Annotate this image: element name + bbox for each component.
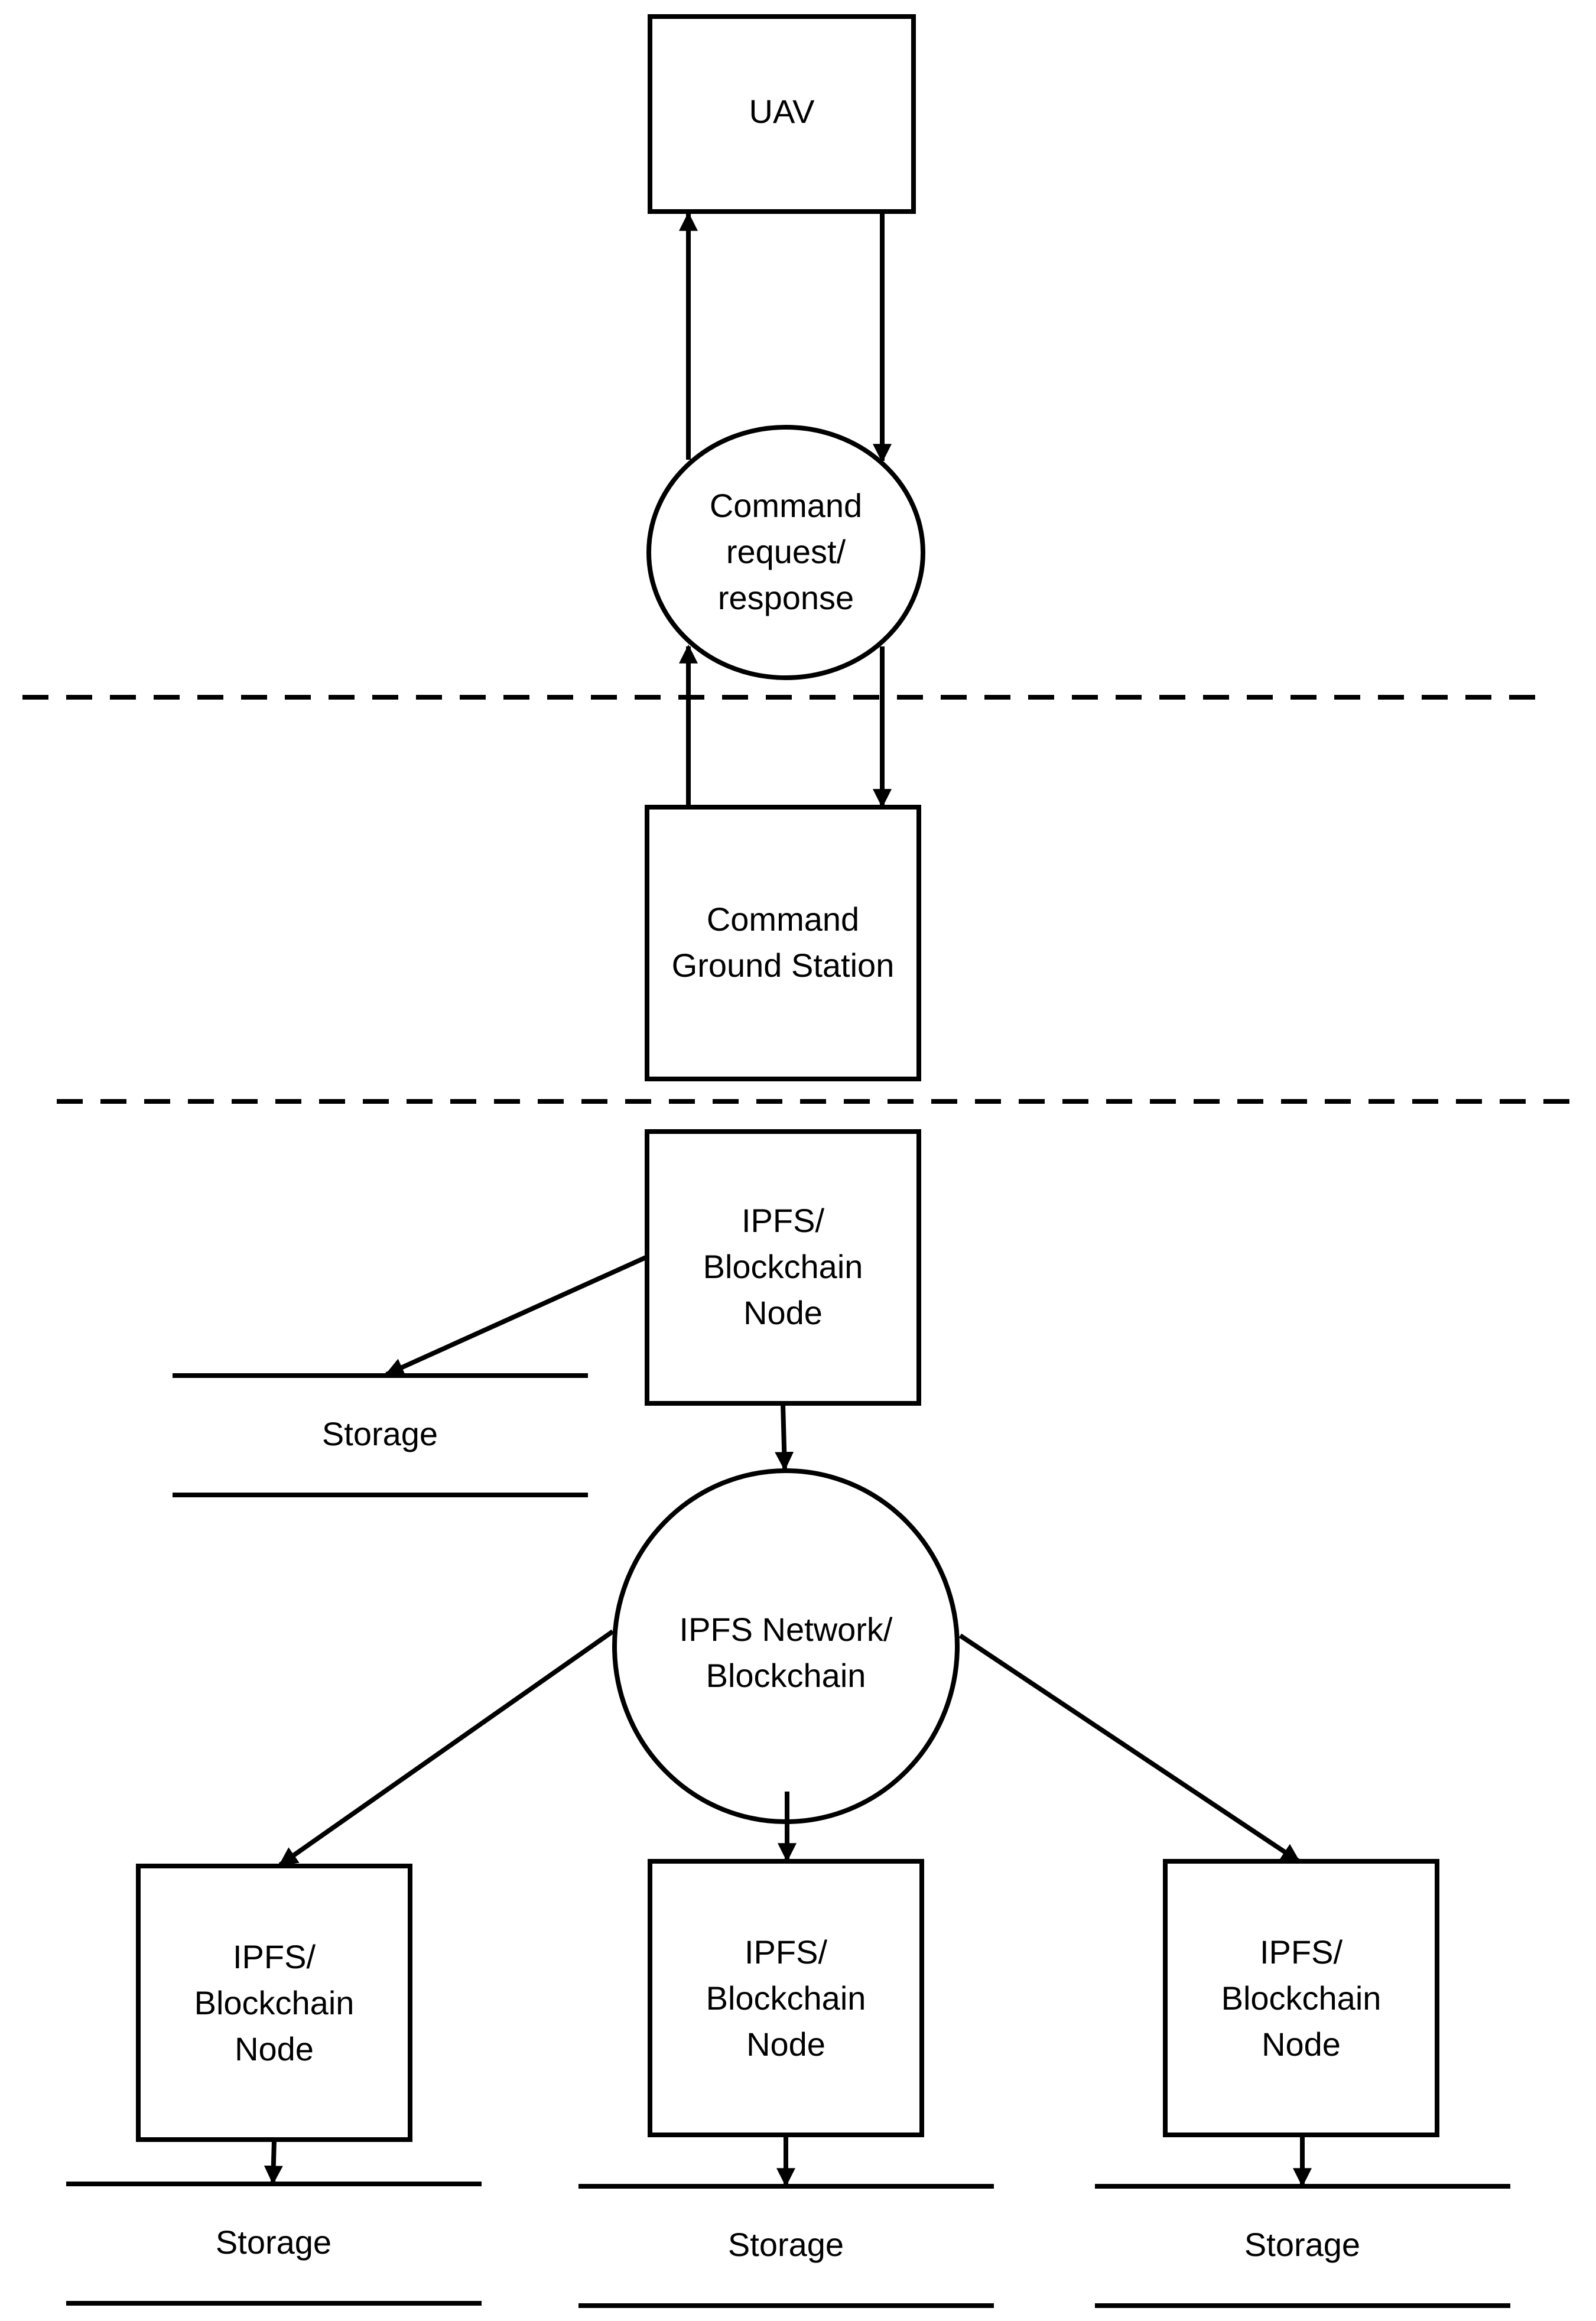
storage-right-label: Storage (1244, 2226, 1360, 2263)
node-left-label-line1: IPFS/ (233, 1938, 316, 1975)
command-request-label-line3: response (718, 579, 854, 616)
arrow-network-to-node-left (278, 1629, 615, 1867)
node-center-label-line2: Blockchain (706, 1979, 866, 2017)
arrow-node-left-to-storage (264, 2140, 283, 2185)
node-left-label-line2: Blockchain (194, 1984, 355, 2021)
node-right: IPFS/ Blockchain Node (1163, 1859, 1439, 2137)
ground-station-label-line1: Command (707, 901, 859, 938)
node-center-label-line3: Node (746, 2026, 825, 2063)
arrow-network-to-node-right (958, 1633, 1301, 1864)
node-right-label-line3: Node (1262, 2026, 1341, 2063)
main-node-label-line1: IPFS/ (742, 1202, 824, 1239)
main-node-label-line2: Blockchain (703, 1248, 863, 1285)
node-right-label-line1: IPFS/ (1260, 1933, 1343, 1971)
network-process: IPFS Network/ Blockchain (612, 1468, 960, 1824)
storage-left-label: Storage (216, 2224, 331, 2261)
node-left-label-line3: Node (235, 2030, 314, 2068)
network-label-line2: Blockchain (706, 1657, 866, 1694)
uav-label: UAV (749, 93, 815, 130)
main-blockchain-node: IPFS/ Blockchain Node (645, 1129, 921, 1406)
ground-station-label-line2: Ground Station (672, 947, 895, 984)
node-center-label-line1: IPFS/ (745, 1933, 827, 1971)
main-storage: Storage (173, 1373, 588, 1497)
main-node-label-line3: Node (743, 1294, 823, 1331)
node-center: IPFS/ Blockchain Node (648, 1859, 924, 2137)
arrow-main-node-to-network (775, 1403, 794, 1471)
storage-right: Storage (1095, 2184, 1510, 2308)
ground-station-box: Command Ground Station (645, 805, 921, 1081)
arrow-main-node-to-storage (385, 1255, 647, 1377)
uav-box: UAV (648, 14, 916, 214)
command-request-label-line2: request/ (726, 533, 846, 570)
storage-left: Storage (66, 2182, 482, 2306)
node-left: IPFS/ Blockchain Node (136, 1864, 412, 2142)
command-request-label-line1: Command (710, 487, 862, 524)
storage-center: Storage (578, 2184, 994, 2308)
node-right-label-line2: Blockchain (1221, 1979, 1382, 2017)
command-request-process: Command request/ response (646, 425, 925, 680)
network-label-line1: IPFS Network/ (680, 1611, 893, 1648)
storage-center-label: Storage (728, 2226, 844, 2263)
main-storage-label: Storage (322, 1415, 438, 1452)
